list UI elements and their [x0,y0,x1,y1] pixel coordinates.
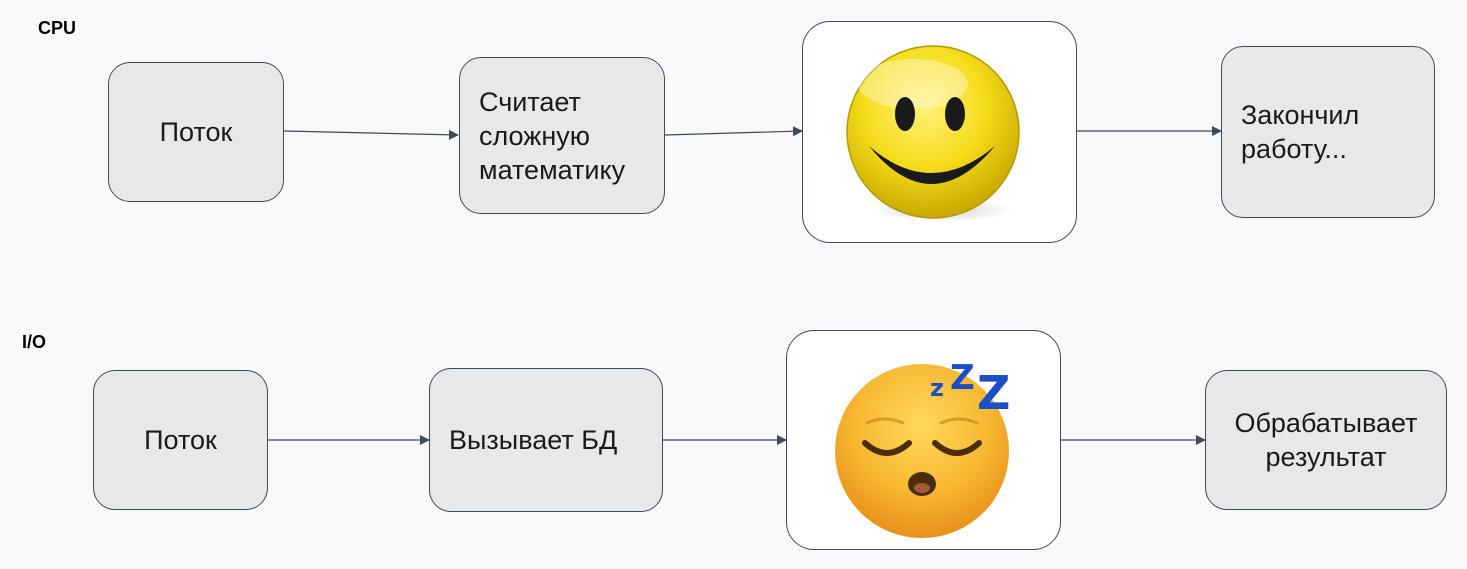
io-thread-box: Поток [93,370,268,510]
cpu-emoji-box [802,21,1077,243]
cpu-section-label: CPU [38,18,77,38]
cpu-arrow-2 [664,126,803,137]
io-process-result-box: Обрабатывает результат [1205,370,1447,510]
io-db-call-label: Вызывает БД [449,425,618,455]
io-db-call-box: Вызывает БД [429,368,663,512]
cpu-done-label: Закончил работу... [1241,100,1360,164]
cpu-done-box: Закончил работу... [1221,46,1435,218]
sleep-z-text: z [930,374,944,402]
cpu-thread-box: Поток [108,62,284,202]
cpu-compute-box: Считает сложную математику [459,57,665,214]
sleeping-face-icon: z Z Z [835,358,1010,538]
svg-text:Z: Z [977,366,1010,420]
cpu-compute-label: Считает сложную математику [479,86,626,185]
svg-text:Z: Z [950,358,975,398]
io-thread-label: Поток [144,425,217,455]
io-section-label: I/O [22,332,47,352]
io-emoji-box: z Z Z [786,330,1061,550]
cpu-arrow-1 [283,129,459,140]
io-process-result-label: Обрабатывает результат [1234,408,1418,472]
cpu-thread-label: Поток [159,117,233,147]
smiley-face-icon [846,45,1020,222]
